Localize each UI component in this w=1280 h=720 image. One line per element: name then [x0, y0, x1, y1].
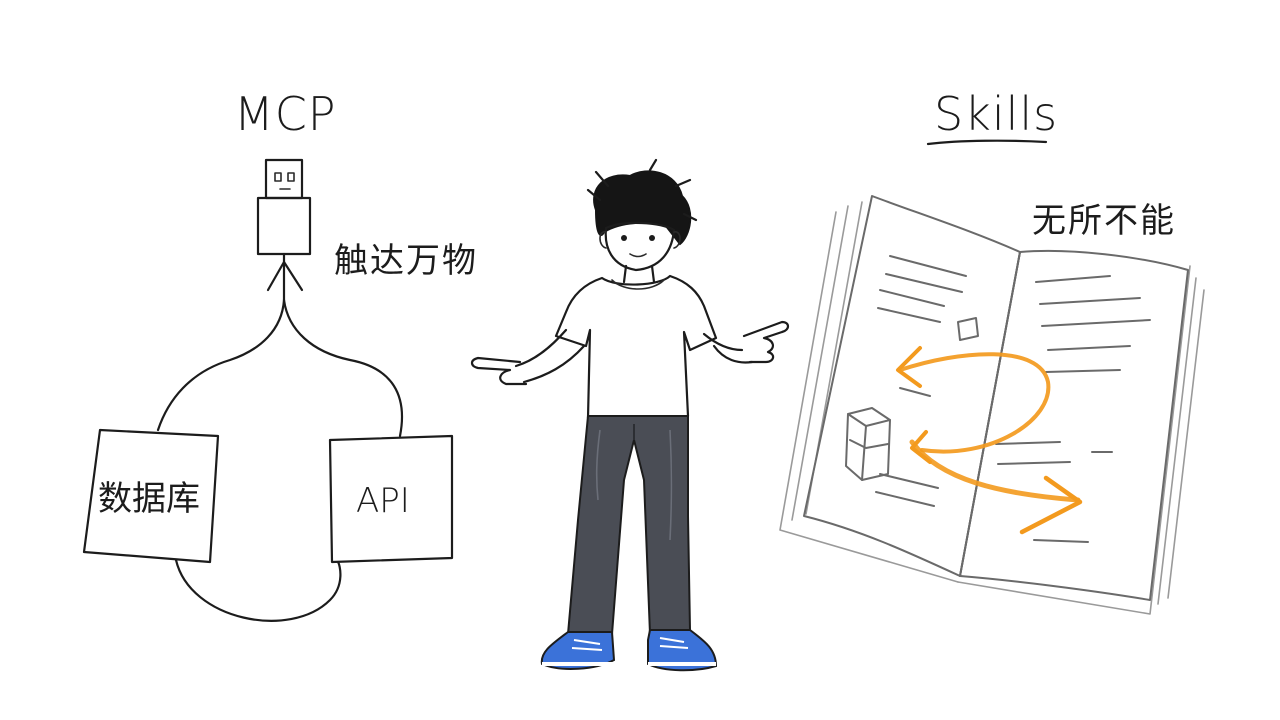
connection-lines — [156, 298, 404, 622]
line-bottom-loop — [174, 558, 342, 622]
loop-arrow-head-top — [896, 346, 922, 388]
mcp-title: MCP — [234, 87, 337, 141]
face — [604, 221, 676, 272]
book-right-page — [959, 250, 1189, 601]
database-box: 数据库 — [82, 428, 220, 564]
usb-arrow-head — [266, 260, 304, 292]
left-page-text-lines — [877, 255, 967, 323]
pants-folds — [595, 429, 673, 541]
left-arm-lower — [522, 344, 586, 384]
cube-midline — [849, 439, 889, 449]
loop-arrow-curve — [898, 352, 1051, 454]
usb-slot-left — [274, 172, 282, 182]
skills-caption: 无所不能 — [1032, 201, 1176, 241]
right-eye — [649, 235, 655, 241]
collar — [611, 279, 665, 290]
book-cover-right-edge — [957, 265, 1191, 615]
database-label: 数据库 — [98, 479, 200, 519]
book-left-page — [803, 195, 1021, 577]
book-cover-left-edge — [779, 211, 959, 583]
right-shoe-laces — [659, 637, 689, 649]
left-page-bottom-lines — [875, 473, 939, 507]
database-box-frame — [82, 428, 220, 564]
open-book-icon — [779, 195, 1205, 615]
book-spine — [959, 251, 1021, 577]
usb-slot-right — [287, 172, 295, 182]
line-to-api — [282, 298, 404, 438]
usb-tip — [264, 158, 304, 200]
long-arrow-curve — [909, 439, 1081, 503]
left-page-short-line — [899, 387, 931, 397]
hair-tufts — [586, 158, 698, 222]
left-shoe-laces — [571, 639, 603, 651]
cube-outline — [845, 407, 891, 481]
right-arm-upper — [702, 332, 744, 352]
right-hand-pointing — [742, 320, 790, 364]
cube-edges — [847, 413, 891, 481]
mouth — [629, 253, 647, 258]
mcp-section: MCP 数据库 API 触达万物 — [82, 87, 478, 622]
right-page-mid-lines — [995, 441, 1071, 465]
line-to-database — [156, 298, 286, 432]
usb-plug-icon — [256, 158, 312, 302]
neck — [622, 264, 656, 284]
hair — [593, 170, 692, 246]
pants — [567, 415, 691, 635]
long-arrow-head — [1019, 475, 1083, 535]
right-page-text-lines — [1035, 275, 1151, 373]
right-page-bottom-line — [1033, 539, 1089, 543]
right-arm-lower — [712, 344, 754, 364]
book-page-edges-right — [1157, 277, 1205, 605]
api-box-frame — [328, 434, 454, 564]
cube-icon — [845, 407, 891, 481]
book-page-edges-left — [791, 201, 863, 521]
mcp-caption: 触达万物 — [334, 241, 478, 281]
skills-section: Skills 无所不能 — [779, 87, 1205, 615]
left-page-square-icon — [957, 317, 979, 341]
skills-title: Skills — [934, 87, 1058, 141]
left-arm-upper — [514, 328, 568, 368]
right-ear — [673, 231, 681, 249]
skills-underline — [926, 139, 1048, 146]
api-label: API — [356, 481, 410, 521]
flow-arrows — [896, 346, 1083, 535]
right-shoe — [647, 629, 718, 672]
person-figure — [470, 158, 790, 672]
usb-body — [256, 196, 312, 256]
left-eye — [621, 235, 627, 241]
left-ear — [599, 231, 607, 249]
api-box: API — [328, 434, 454, 564]
left-hand-pointing — [470, 356, 528, 386]
